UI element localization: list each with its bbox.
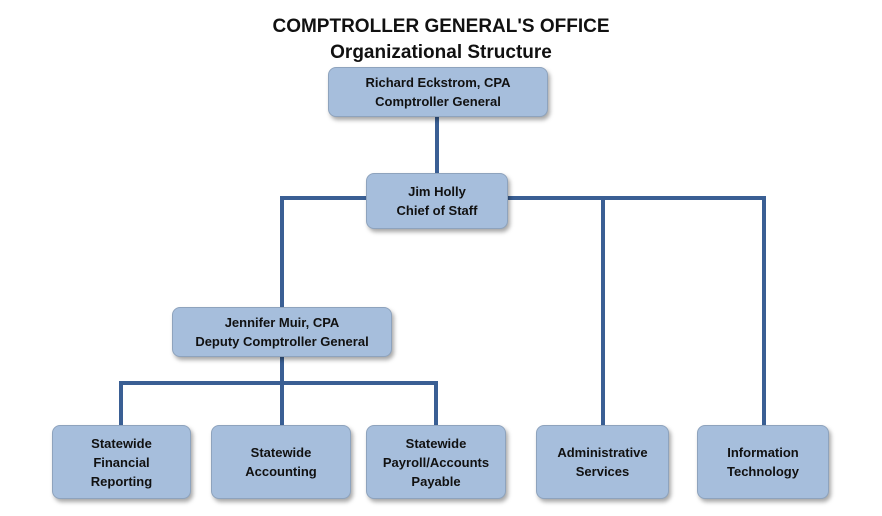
node-statewide-financial-reporting: Statewide Financial Reporting: [52, 425, 191, 499]
node-information-technology: Information Technology: [697, 425, 829, 499]
node-label-line: Statewide: [405, 435, 467, 451]
node-label-line: Technology: [727, 464, 799, 479]
node-name: Richard Eckstrom, CPA: [365, 75, 511, 90]
node-statewide-accounting: Statewide Accounting: [211, 425, 351, 499]
node-label-line: Payroll/Accounts: [382, 454, 490, 470]
chart-title: COMPTROLLER GENERAL'S OFFICE: [272, 16, 610, 37]
node-deputy-comptroller: Jennifer Muir, CPA Deputy Comptroller Ge…: [172, 307, 392, 357]
connector-deputy-sides: [119, 381, 438, 428]
node-comptroller-general: Richard Eckstrom, CPA Comptroller Genera…: [328, 67, 548, 117]
node-name: Jim Holly: [408, 184, 466, 199]
node-role: Deputy Comptroller General: [195, 334, 369, 349]
node-name: Jennifer Muir, CPA: [224, 315, 340, 330]
node-label-line: Accounting: [245, 464, 317, 479]
node-label-line: Information: [727, 445, 799, 460]
chart-subtitle: Organizational Structure: [330, 42, 552, 63]
node-label-line: Statewide: [91, 435, 152, 451]
node-role: Comptroller General: [375, 94, 501, 109]
node-statewide-payroll: Statewide Payroll/Accounts Payable: [366, 425, 506, 499]
node-label-line: Statewide: [250, 445, 312, 460]
node-label-line: Administrative: [557, 445, 648, 460]
node-label-line: Services: [575, 464, 630, 479]
node-chief-of-staff: Jim Holly Chief of Staff: [366, 173, 508, 229]
node-role: Chief of Staff: [396, 203, 478, 218]
node-label-line: Financial: [93, 454, 150, 470]
connector-chief-branches: [505, 196, 766, 428]
node-label-line: Reporting: [90, 473, 153, 489]
node-label-line: Payable: [411, 473, 461, 489]
node-administrative-services: Administrative Services: [536, 425, 669, 499]
connector-chief-deputy: [280, 196, 369, 310]
